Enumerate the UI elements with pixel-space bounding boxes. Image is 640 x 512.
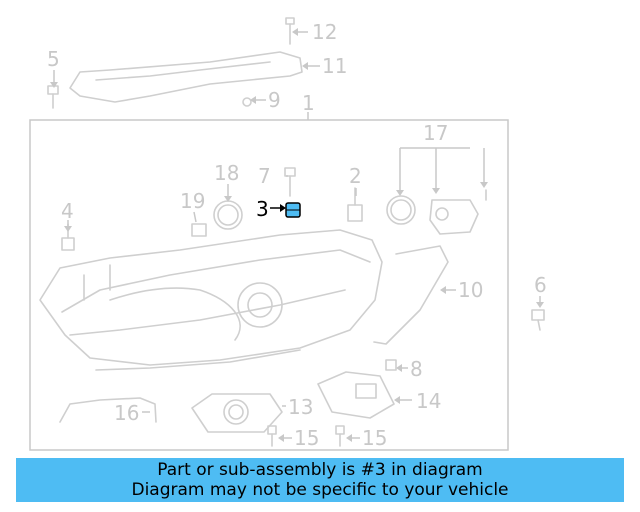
callout-17: 17 xyxy=(423,121,448,145)
callout-9: 9 xyxy=(268,88,281,112)
callout-4: 4 xyxy=(61,199,74,223)
callout-15a: 15 xyxy=(294,426,319,450)
callout-14: 14 xyxy=(416,389,441,413)
info-banner: Part or sub-assembly is #3 in diagram Di… xyxy=(16,458,624,502)
cap-part-3 xyxy=(285,202,301,218)
callout-18: 18 xyxy=(214,161,239,185)
seal-ring-part-18 xyxy=(213,200,243,230)
screw-part-15a xyxy=(267,425,277,447)
callout-2: 2 xyxy=(349,164,362,188)
socket-part-19 xyxy=(191,223,207,237)
callout-3: 3 xyxy=(256,197,269,221)
callout-15b: 15 xyxy=(362,426,387,450)
headlamp-assembly-box xyxy=(29,119,509,451)
callout-12: 12 xyxy=(312,20,337,44)
banner-line-1: Part or sub-assembly is #3 in diagram xyxy=(157,460,483,480)
headlamp-housing xyxy=(39,229,383,371)
connector-part-8 xyxy=(385,359,397,371)
callout-19: 19 xyxy=(180,189,205,213)
callout-1: 1 xyxy=(302,91,315,115)
callout-10: 10 xyxy=(458,278,483,302)
screw-part-7 xyxy=(284,167,296,197)
nut-part-9 xyxy=(242,97,252,107)
connector-part-2 xyxy=(347,187,363,222)
callout-16: 16 xyxy=(114,401,139,425)
callout-7: 7 xyxy=(258,164,271,188)
screw-part-15b xyxy=(335,425,345,447)
callout-13: 13 xyxy=(288,395,313,419)
cable-part-10 xyxy=(373,245,449,345)
harness-part-16 xyxy=(59,397,157,423)
callout-6: 6 xyxy=(534,273,547,297)
bracket-part-11 xyxy=(69,51,303,103)
callout-5: 5 xyxy=(47,47,60,71)
callout-8: 8 xyxy=(410,357,423,381)
callout-11: 11 xyxy=(322,54,347,78)
banner-line-2: Diagram may not be specific to your vehi… xyxy=(131,480,509,500)
bolt-part-6 xyxy=(531,309,545,331)
bolt-part-5 xyxy=(47,85,59,109)
bulb-assembly-part-17 xyxy=(386,189,487,235)
ballast-part-13 xyxy=(191,393,283,433)
control-module-part-14 xyxy=(317,371,395,419)
bolt-part-12 xyxy=(285,17,295,45)
